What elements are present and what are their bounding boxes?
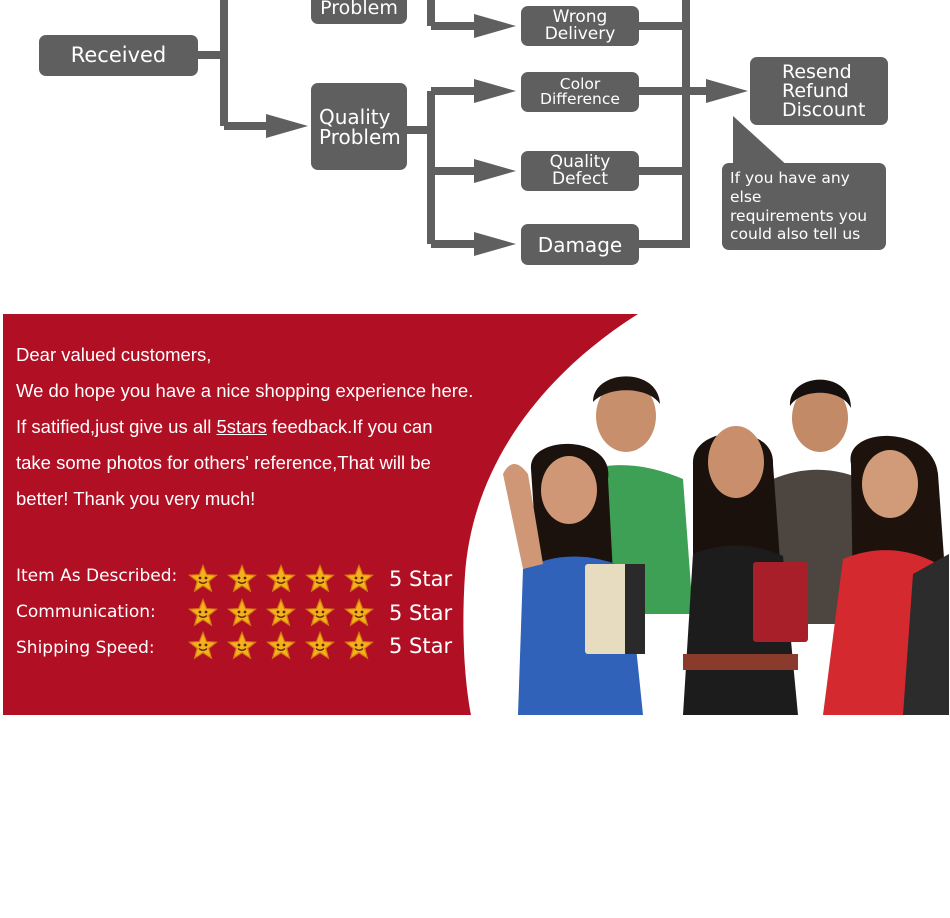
star-icon [305, 598, 335, 627]
wrong-delivery-node: Wrong Delivery [521, 6, 639, 46]
arrowhead-defect [474, 159, 516, 183]
star-icon [266, 564, 296, 593]
rating-label-item-as-described: Item As Described: [16, 566, 178, 586]
students-photo [503, 376, 949, 715]
note-line1: If you have any else [730, 169, 850, 206]
outcome-resend: Resend [782, 60, 852, 83]
wrong-delivery-label: Wrong Delivery [544, 7, 616, 44]
star-icon [227, 631, 257, 660]
rating-label-communication: Communication: [16, 602, 156, 622]
problem-label: Problem [320, 0, 398, 19]
message-line2: If satified,just give us all 5stars feed… [16, 416, 433, 438]
arrowhead-wrong [474, 14, 516, 38]
outcome-discount: Discount [782, 98, 866, 121]
star-icon [305, 564, 335, 593]
arrowhead-damage [474, 232, 516, 256]
quality-defect-node: Quality Defect [521, 151, 639, 191]
rating-value-communication: 5 Star [389, 601, 453, 625]
arrowhead-outcomes [706, 79, 748, 103]
quality-problem-line2: Problem [319, 124, 401, 149]
quality-problem-line1: Quality [319, 104, 391, 129]
note-pointer [733, 116, 790, 168]
message-line4: better! Thank you very much! [16, 488, 256, 509]
banner-background [3, 314, 949, 715]
flowchart-connectors [197, 0, 790, 256]
banner-red-panel [3, 314, 638, 715]
star-icon [305, 631, 335, 660]
quality-problem-node: Quality Problem [311, 83, 407, 170]
star-icon [227, 598, 257, 627]
star-icon [266, 598, 296, 627]
rating-label-shipping-speed: Shipping Speed: [16, 638, 155, 658]
star-icon [188, 598, 218, 627]
note-line2: requirements you [730, 206, 868, 225]
greeting-text: Dear valued customers, [16, 344, 212, 365]
quality-defect-label: Quality Defect [549, 152, 611, 189]
star-icon [266, 631, 296, 660]
note-node: If you have any else requirements you co… [722, 163, 886, 250]
message-line1: We do hope you have a nice shopping expe… [16, 380, 474, 401]
feedback-banner: Dear valued customers, We do hope you ha… [3, 314, 949, 715]
damage-label: Damage [537, 232, 623, 257]
star-icon [188, 564, 218, 593]
message-line2-post: feedback.If you can [266, 416, 433, 437]
received-node: Received [39, 35, 198, 76]
received-label: Received [70, 43, 167, 67]
outcome-refund: Refund [782, 79, 849, 102]
rating-value-item-as-described: 5 Star [389, 567, 453, 591]
star-icon [344, 631, 374, 660]
note-line3: could also tell us [730, 225, 861, 244]
message-line3: take some photos for others' reference,T… [16, 452, 431, 473]
arrowhead-quality [266, 114, 308, 138]
damage-node: Damage [521, 224, 639, 265]
color-difference-node: Color Difference [521, 72, 639, 112]
after-sales-flowchart: Problem Received Quality Problem Wrong D… [0, 0, 950, 280]
star-icon [227, 564, 257, 593]
color-difference-label: Color Difference [540, 74, 620, 108]
rating-value-shipping-speed: 5 Star [389, 634, 453, 658]
star-icon [188, 631, 218, 660]
arrowhead-color [474, 79, 516, 103]
outcomes-node: Resend Refund Discount [750, 57, 888, 125]
five-stars-link[interactable]: 5stars [216, 416, 267, 437]
star-icon [344, 564, 374, 593]
message-line2-pre: If satified,just give us all [16, 416, 217, 437]
star-icon [344, 598, 374, 627]
problem-node-partial: Problem [311, 0, 407, 24]
